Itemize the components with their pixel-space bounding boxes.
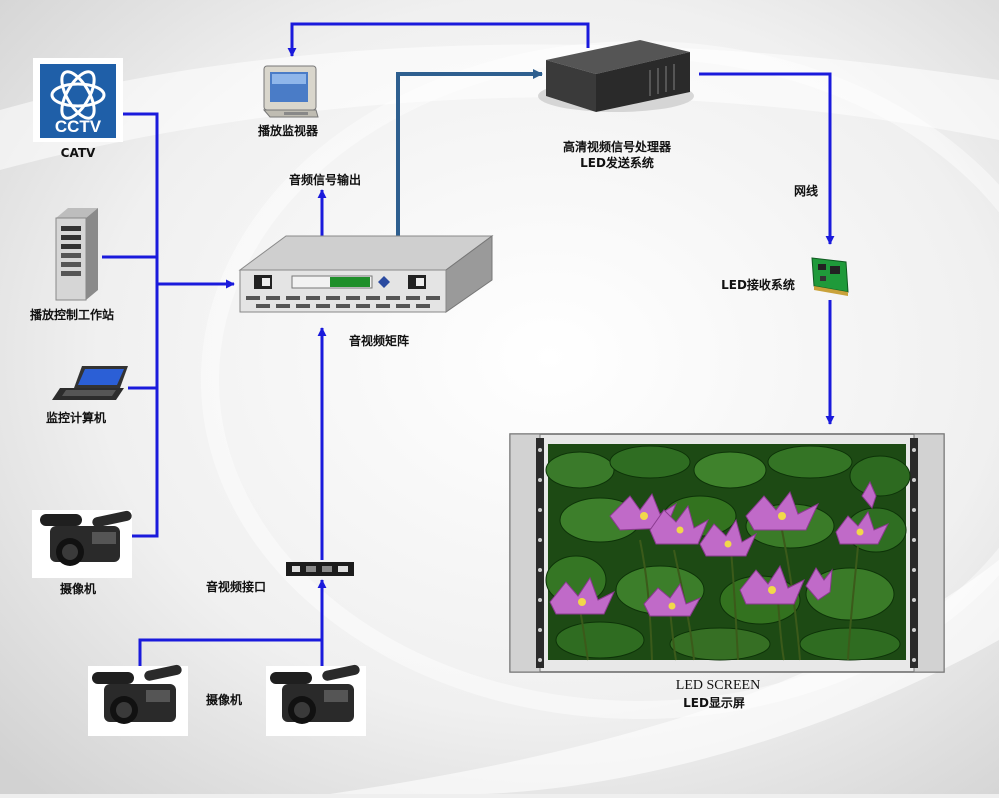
camera-left-icon bbox=[32, 510, 132, 578]
camera-bottom-label: 摄像机 bbox=[205, 693, 243, 707]
lotus-centers bbox=[578, 512, 864, 610]
matrix-to-processor-trunk bbox=[396, 69, 543, 236]
processor-label-line2: LED发送系统 bbox=[580, 156, 654, 170]
av-interface-icon bbox=[286, 562, 354, 576]
laptop-icon bbox=[52, 366, 128, 400]
matrix-icon bbox=[238, 235, 494, 313]
processor-icon bbox=[538, 40, 694, 112]
catv-logo bbox=[33, 58, 123, 142]
workstation-label: 播放控制工作站 bbox=[29, 308, 115, 322]
matrix-label: 音视频矩阵 bbox=[348, 334, 410, 348]
playback-monitor-icon bbox=[262, 65, 319, 118]
catv-label: CATV bbox=[60, 146, 96, 160]
connector-lines bbox=[102, 22, 835, 668]
led-screen-label-cn: LED显示屏 bbox=[683, 696, 745, 710]
camera-left-label: 摄像机 bbox=[59, 582, 97, 596]
led-receiver-label: LED接收系统 bbox=[721, 278, 795, 292]
led-screen-label-en: LED SCREEN bbox=[675, 678, 761, 693]
camera-bottom-left-icon bbox=[88, 664, 188, 736]
monitor-pc-label: 监控计算机 bbox=[45, 411, 107, 425]
lotus-flowers bbox=[549, 480, 890, 617]
background-swoosh bbox=[330, 560, 999, 794]
processor-to-monitor-arrow bbox=[287, 22, 590, 57]
audio-output-label: 音频信号输出 bbox=[288, 173, 362, 187]
catv-link bbox=[122, 112, 159, 538]
background-swoosh bbox=[0, 44, 999, 170]
cctv-logo-text: CCTV bbox=[55, 117, 102, 136]
led-receiver-card-icon bbox=[811, 257, 849, 296]
processor-to-receiver-arrow bbox=[699, 72, 835, 245]
cameras-to-interface-arrow bbox=[138, 579, 327, 668]
workstation-icon bbox=[55, 208, 98, 301]
processor-label-line1: 高清视频信号处理器 bbox=[562, 140, 672, 154]
playback-monitor-label: 播放监视器 bbox=[257, 124, 319, 138]
camera-bottom-right-icon bbox=[266, 664, 366, 736]
network-cable-label: 网线 bbox=[793, 184, 819, 198]
led-screen bbox=[509, 433, 945, 673]
screen-bolt-holes bbox=[538, 448, 916, 662]
av-interface-label: 音视频接口 bbox=[205, 580, 267, 594]
